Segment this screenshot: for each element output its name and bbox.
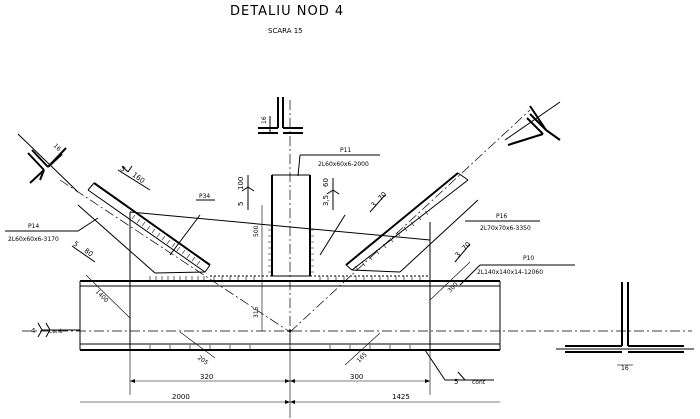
gap-dim-top: 16	[261, 116, 268, 124]
weld-symbol-w4: 3,5 60	[322, 178, 340, 210]
weld-length: 60	[322, 178, 330, 187]
weld-symbol-w1: 5 160	[117, 165, 151, 191]
dim-500: 500	[253, 225, 260, 237]
diagonal-p16	[289, 109, 531, 333]
part-mark: P34	[199, 193, 210, 200]
weld-cont: cont	[49, 328, 63, 335]
weld-symbol-w3: 5 100	[237, 175, 255, 210]
weld-cont: cont	[472, 379, 486, 386]
dim-300: 300	[350, 373, 363, 381]
label-p11: P11 2L60x60x6-2000	[297, 147, 380, 177]
diagonal-p14	[59, 179, 291, 333]
gap-dim-left: 16	[52, 142, 62, 152]
part-profile: 2L70x70x6-3350	[480, 225, 531, 232]
part-mark: P16	[496, 213, 507, 220]
weld-size: 5	[72, 240, 80, 249]
node-point	[288, 329, 292, 333]
part-mark: P10	[523, 255, 534, 262]
dim-320: 320	[200, 373, 213, 381]
section-icon-bottom-right: 16	[556, 282, 694, 372]
weld-symbol-w6: 3 70	[454, 240, 473, 263]
dim-300-diag: 300	[446, 281, 459, 294]
part-profile: 2L60x60x6-3170	[8, 236, 59, 243]
chord-p10	[22, 280, 692, 351]
weld-length: 80	[83, 247, 95, 259]
vertical-p11	[271, 100, 311, 350]
weld-symbol-cont-left: 4 cont	[31, 322, 80, 338]
part-mark: P14	[28, 223, 39, 230]
part-profile: 2L140x140x14-12060	[477, 269, 543, 276]
label-p34: P34	[196, 193, 215, 201]
dim-205: 205	[196, 354, 210, 367]
weld-symbol-cont-right: 5 cont	[424, 349, 494, 386]
weld-length: 70	[377, 190, 389, 202]
weld-length: 100	[237, 177, 245, 190]
scale-label: SCARA 15	[268, 27, 303, 35]
drawing-title: DETALIU NOD 4	[230, 4, 344, 19]
strut-p34	[169, 214, 346, 256]
section-icon-left: 16	[17, 133, 79, 193]
dim-2000: 2000	[172, 393, 190, 401]
part-mark: P11	[340, 147, 351, 154]
dim-1425: 1425	[392, 393, 410, 401]
dim-315: 315	[253, 306, 260, 318]
weld-size: 3	[454, 251, 463, 260]
dim-1400: 1400	[94, 288, 110, 304]
weld-size: 4	[31, 327, 36, 335]
weld-size: 5	[237, 202, 245, 206]
weld-length: 70	[461, 240, 473, 252]
section-icon-right	[504, 101, 561, 146]
weld-symbol-w5: 3 70	[370, 190, 389, 213]
dim-165: 165	[355, 351, 368, 364]
weld-hatching	[129, 210, 429, 349]
section-icon-top: 16	[258, 97, 303, 134]
label-p10: P10 2L140x140x14-12060	[459, 255, 575, 286]
label-p14: P14 2L60x60x6-3170	[5, 217, 99, 243]
weld-size: 5	[454, 378, 458, 386]
gap-dim-bottom: 16	[621, 365, 629, 372]
part-profile: 2L60x60x6-2000	[318, 161, 369, 168]
weld-size: 3,5	[322, 195, 330, 206]
weld-symbol-w2: 5 80	[72, 240, 96, 263]
weld-size: 3	[370, 201, 379, 210]
label-p16: P16 2L70x70x6-3350	[465, 213, 540, 232]
weld-size: 5	[119, 165, 127, 174]
